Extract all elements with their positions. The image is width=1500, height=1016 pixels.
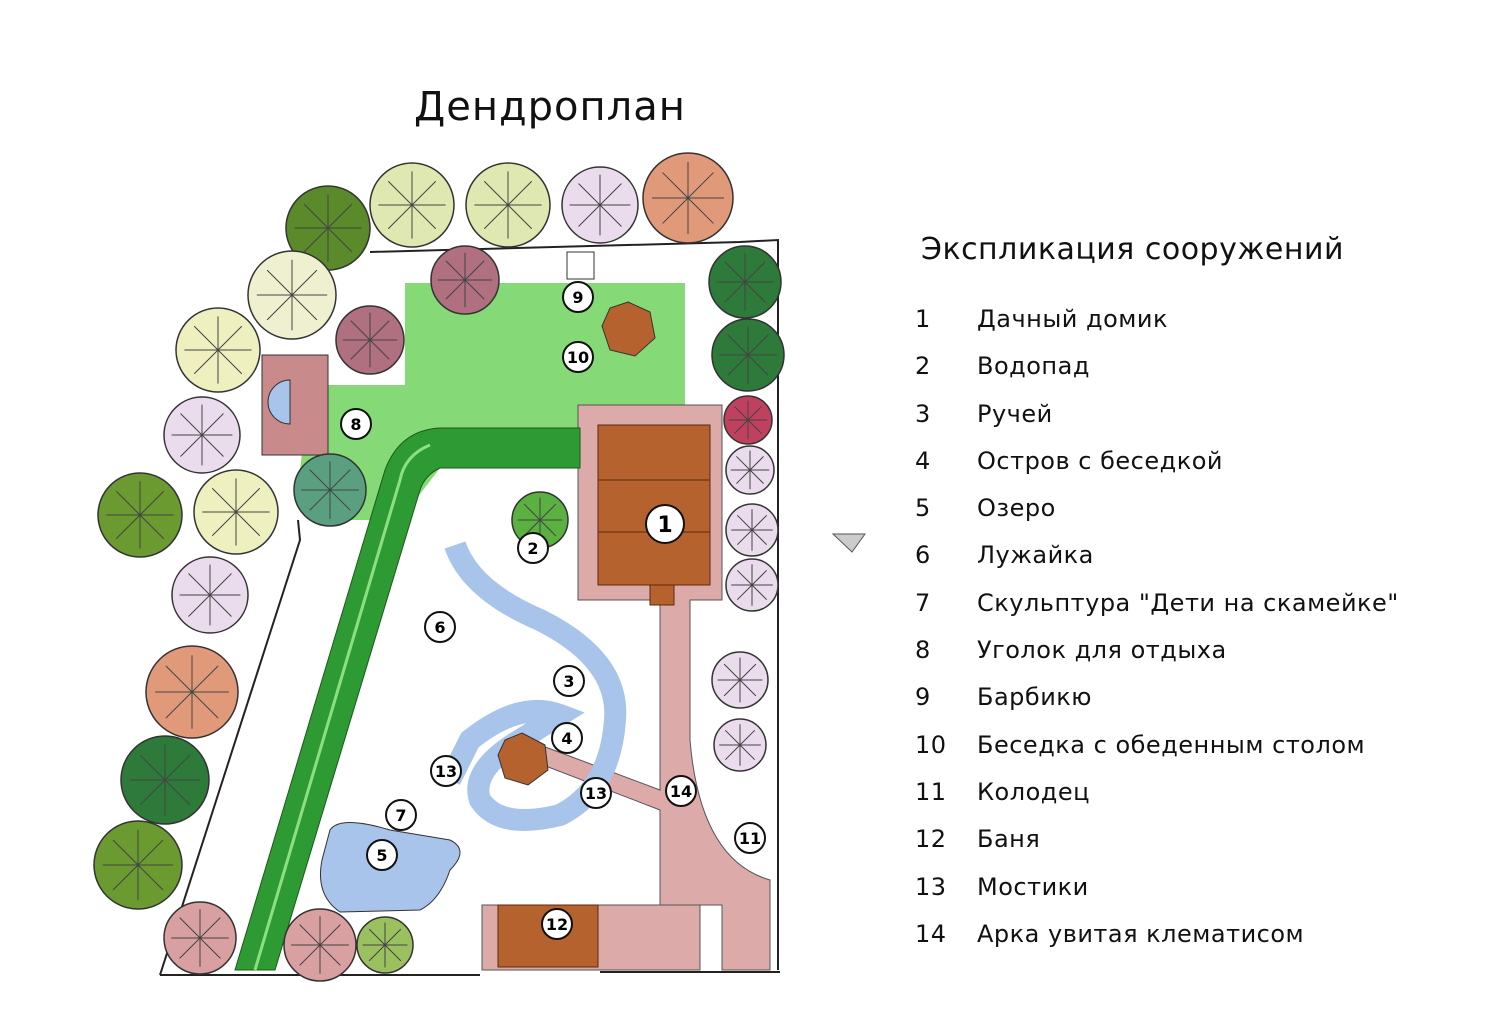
legend-label: Скульптура "Дети на скамейке" [977,588,1399,617]
legend-number: 7 [915,588,931,617]
legend-label: Лужайка [977,541,1094,570]
legend-label: Дачный домик [977,305,1168,333]
plan-marker: 9 [562,281,594,313]
legend-item: 8 Уголок для отдыха [915,636,1435,683]
legend-item: 12 Баня [915,825,1435,872]
plan-marker: 5 [366,839,398,871]
legend-number: 6 [915,541,931,570]
legend-item: 13 Мостики [915,873,1435,920]
plan-marker: 3 [553,665,585,697]
marker-number: 10 [567,348,589,367]
legend-number: 5 [915,494,931,523]
barbecue [566,251,595,280]
plan-marker: 6 [424,611,456,643]
legend-item: 6 Лужайка [915,541,1435,588]
legend-label: Уголок для отдыха [977,636,1227,665]
legend-number: 11 [915,777,947,806]
legend-label: Остров с беседкой [977,446,1223,475]
marker-number: 2 [527,539,538,558]
legend-number: 10 [915,730,947,759]
legend-label: Ручей [977,399,1053,428]
plan-marker: 13 [580,777,612,809]
plan-marker: 14 [665,775,697,807]
marker-number: 6 [434,618,445,637]
legend-number: 3 [915,399,931,428]
legend-item: 11 Колодец [915,778,1435,825]
marker-number: 3 [563,672,574,691]
plan-marker: 10 [562,341,594,373]
marker-number: 13 [435,762,457,781]
legend-label: Беседка с обеденным столом [977,730,1366,759]
marker-number: 13 [585,784,607,803]
legend-label: Баня [977,825,1041,854]
legend-number: 4 [915,446,931,475]
marker-number: 11 [739,829,761,848]
legend-number: 14 [915,919,947,948]
legend-item: 9 Барбикю [915,683,1435,730]
legend-item: 3 Ручей [915,400,1435,447]
legend-number: 13 [915,872,947,901]
legend-number: 9 [915,683,931,712]
legend-label: Мостики [977,872,1089,901]
stream [440,541,627,831]
plan-marker: 4 [551,722,583,754]
marker-number: 9 [572,288,583,307]
marker-number: 14 [670,782,692,801]
plan-marker: 1 [645,504,685,544]
legend-label: Колодец [977,777,1090,806]
legend-item: 5 Озеро [915,494,1435,541]
legend: Экспликация сооружений 1 Дачный домик 2 Вод… [915,232,1435,967]
plan-title: Дендроплан [414,84,686,130]
legend-number: 12 [915,825,947,854]
plan-marker: 2 [517,532,549,564]
plan-marker: 13 [430,755,462,787]
legend-number: 8 [915,636,931,665]
legend-item: 10 Беседка с обеденным столом [915,731,1435,778]
gazebo-dining [601,301,656,357]
marker-number: 1 [657,513,672,538]
marker-number: 8 [350,415,361,434]
legend-label: Барбикю [977,683,1093,712]
legend-title: Экспликация сооружений [921,232,1344,267]
legend-item: 7 Скульптура "Дети на скамейке" [915,589,1435,636]
gazebo-island [497,732,549,786]
legend-item: 14 Арка увитая клематисом [915,920,1435,967]
legend-label: Арка увитая клематисом [977,919,1305,948]
legend-label: Озеро [977,494,1056,523]
legend-item: 4 Остров с беседкой [915,447,1435,494]
legend-item: 2 Водопад [915,352,1435,399]
legend-item: 1 Дачный домик [915,305,1435,352]
legend-number: 2 [915,352,931,381]
plan-marker: 8 [340,408,372,440]
legend-number: 1 [915,305,931,333]
plan-marker: 7 [385,799,417,831]
north-arrow-icon [832,533,866,553]
house-roof [597,424,711,586]
marker-number: 12 [546,915,568,934]
legend-label: Водопад [977,352,1090,381]
trees [93,152,785,982]
plan-marker: 11 [734,822,766,854]
marker-number: 7 [395,806,406,825]
marker-number: 4 [561,729,572,748]
plan-marker: 12 [541,908,573,940]
marker-number: 5 [376,846,387,865]
